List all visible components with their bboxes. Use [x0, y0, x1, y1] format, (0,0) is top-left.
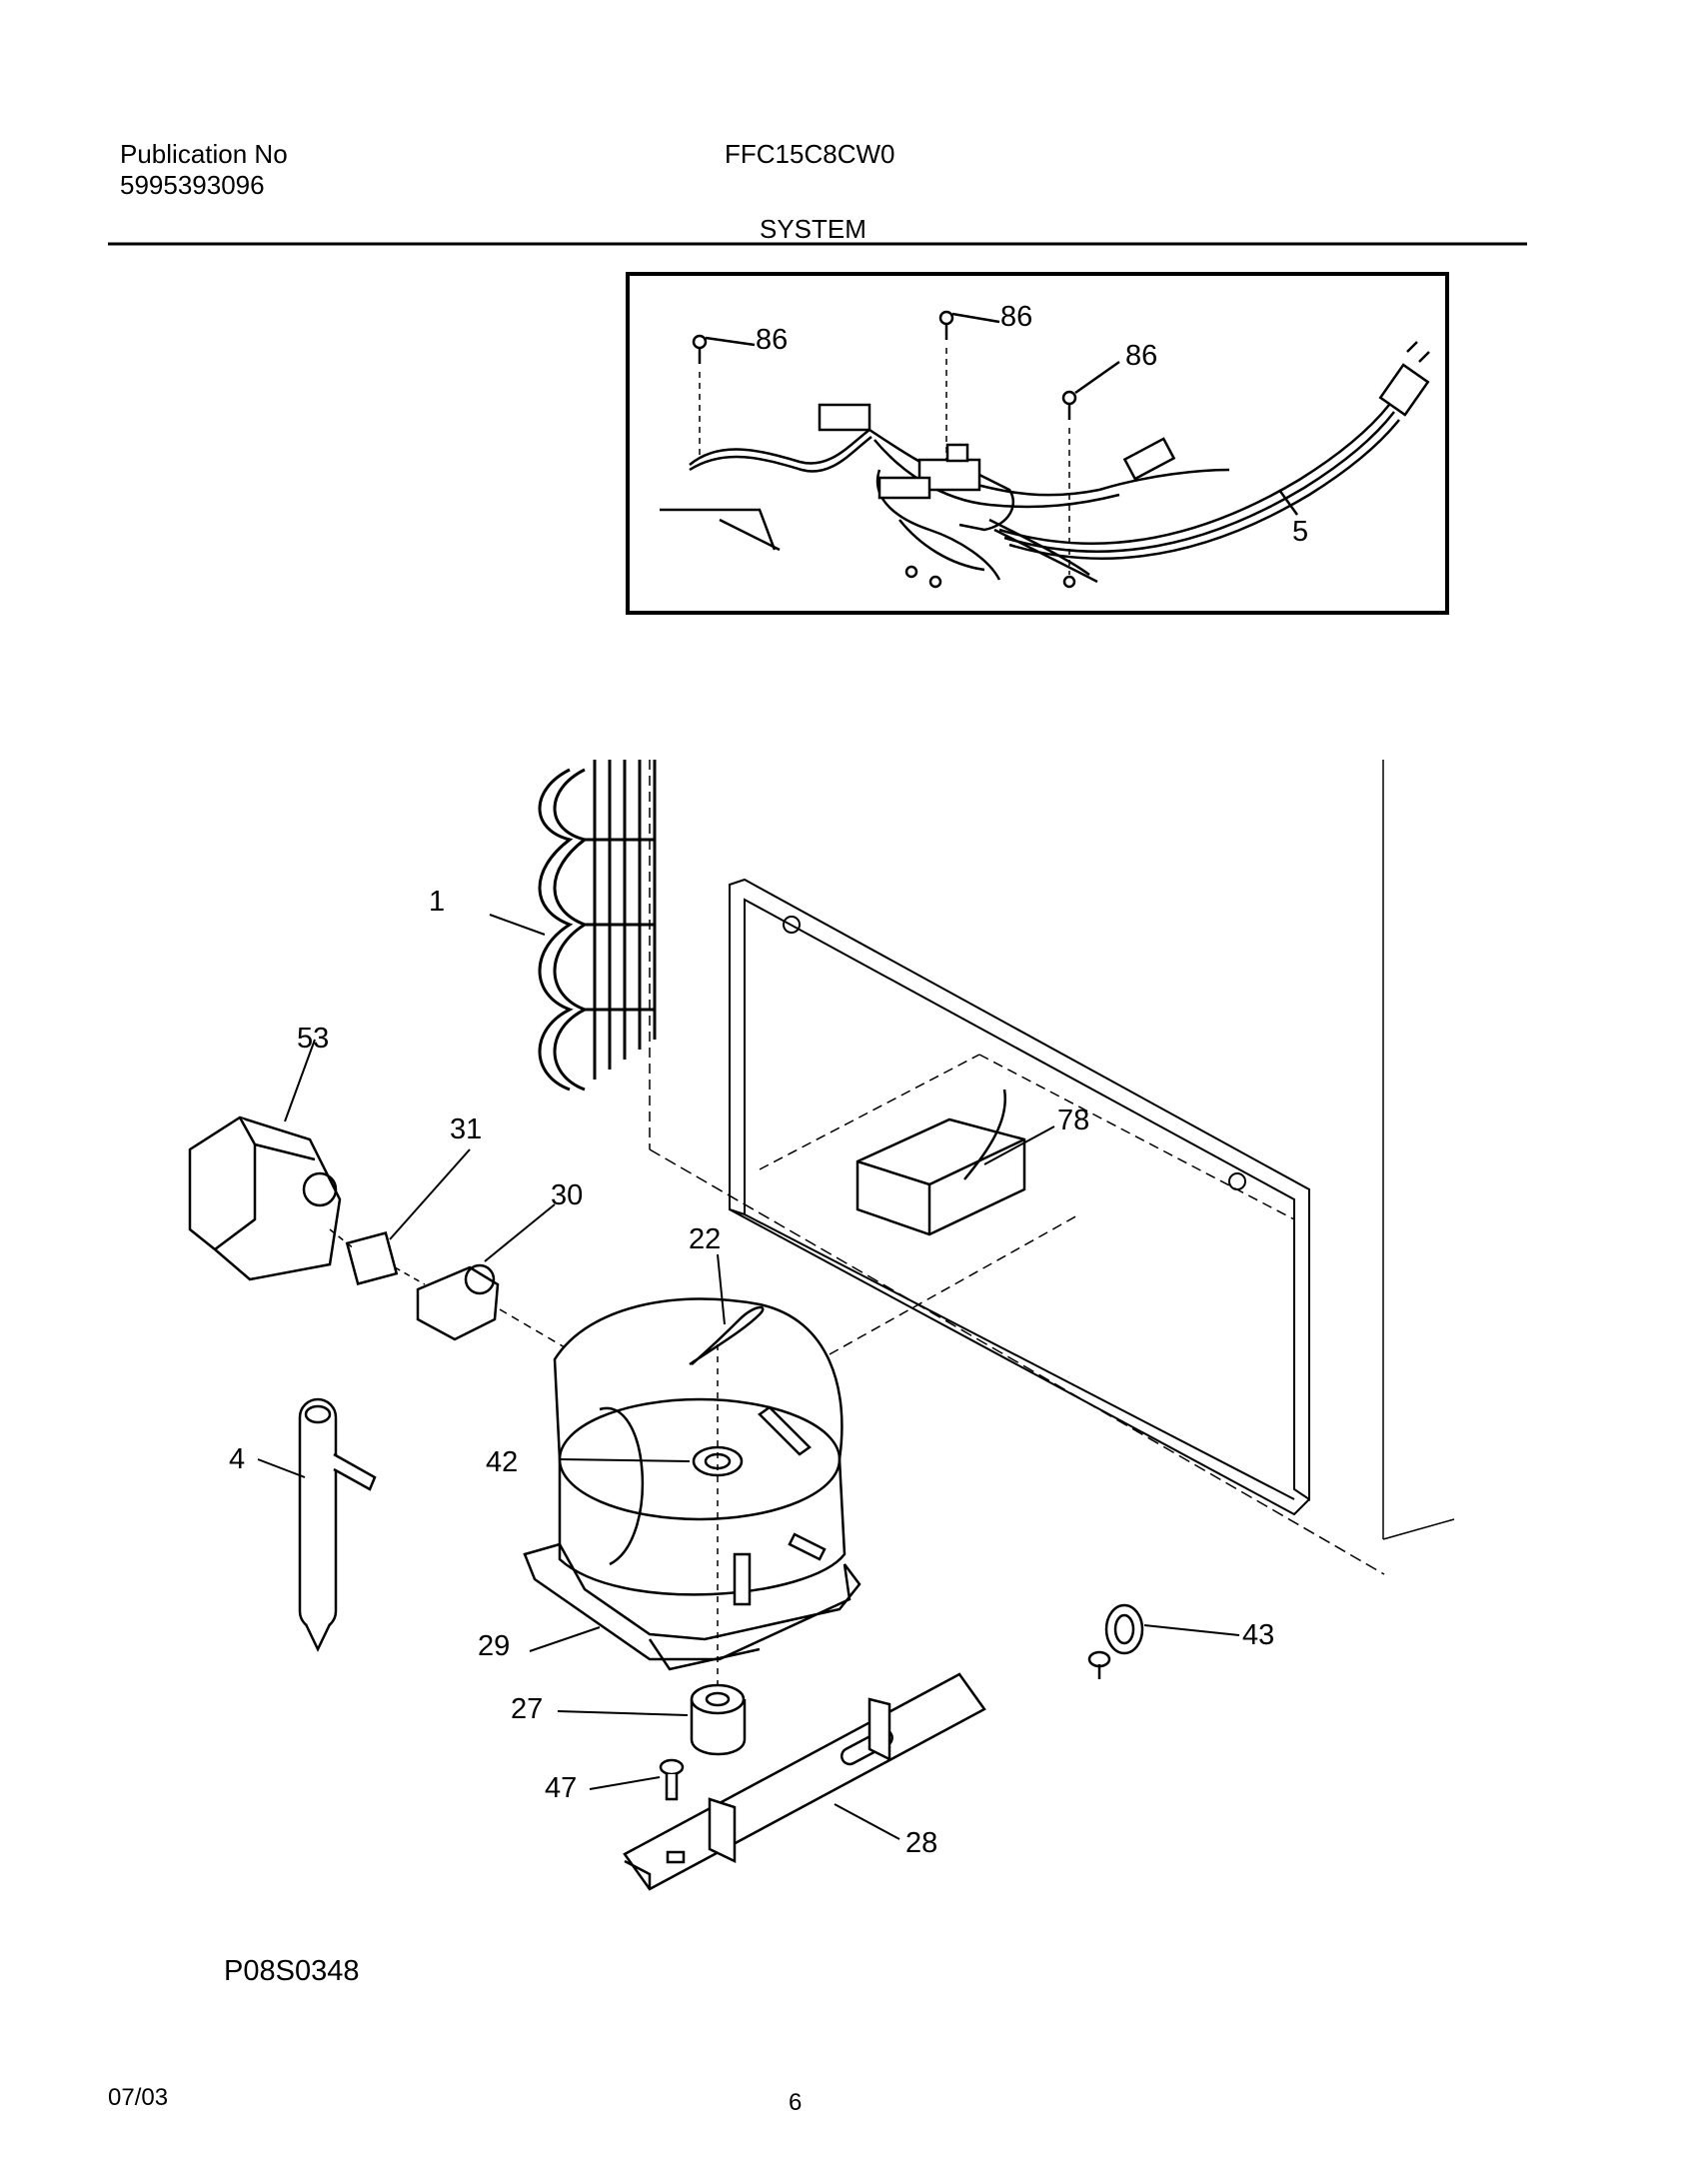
- section-title: SYSTEM: [760, 214, 866, 244]
- page-number: 6: [789, 2089, 803, 2116]
- figure-code: P08S0348: [224, 1955, 360, 1987]
- model-number: FFC15C8CW0: [725, 139, 895, 169]
- callout-86-right: 86: [1125, 340, 1158, 372]
- screw-86-right: [1061, 390, 1077, 575]
- callout-22-wire: 22: [689, 1223, 722, 1255]
- filter-drier: [257, 1397, 377, 1652]
- screw-47: [589, 1758, 685, 1801]
- start-device-cover: [188, 1039, 342, 1281]
- callout-42-grommet: 42: [486, 1446, 519, 1478]
- callout-31-overload: 31: [450, 1113, 483, 1145]
- callout-78-control: 78: [1057, 1104, 1090, 1136]
- publication-number: 5995393096: [120, 170, 265, 200]
- relay: [416, 1203, 566, 1348]
- control-box: [855, 1089, 1055, 1236]
- compressor: [523, 1213, 1080, 1719]
- callout-28-rail: 28: [905, 1827, 938, 1859]
- callout-53-cover: 53: [297, 1023, 330, 1055]
- tubing-clamp: [1087, 1603, 1240, 1679]
- callout-4-drier: 4: [229, 1443, 246, 1475]
- grommet: [557, 1683, 747, 1756]
- publication-date: 07/03: [108, 2084, 169, 2111]
- mounting-rail: [623, 1672, 986, 1891]
- callout-30-relay: 30: [551, 1179, 584, 1211]
- publication-label: Publication No: [120, 139, 288, 169]
- callout-29-compressor: 29: [478, 1630, 511, 1662]
- inset-frame: [626, 272, 1449, 615]
- screw-86-left: [692, 334, 708, 460]
- callout-43-clamp: 43: [1242, 1619, 1275, 1651]
- callout-1-condenser: 1: [429, 886, 446, 918]
- callout-5-power-cord: 5: [1292, 516, 1309, 548]
- overload-protector: [329, 1148, 471, 1285]
- callout-86-middle: 86: [1000, 301, 1033, 333]
- callout-47-screw: 47: [545, 1772, 578, 1804]
- wiring-harness: [660, 310, 1430, 589]
- callout-27-grommet: 27: [511, 1693, 544, 1725]
- condenser-coil: [489, 760, 657, 1092]
- cabinet-outline: [649, 760, 1455, 1575]
- callout-86-left: 86: [756, 324, 789, 356]
